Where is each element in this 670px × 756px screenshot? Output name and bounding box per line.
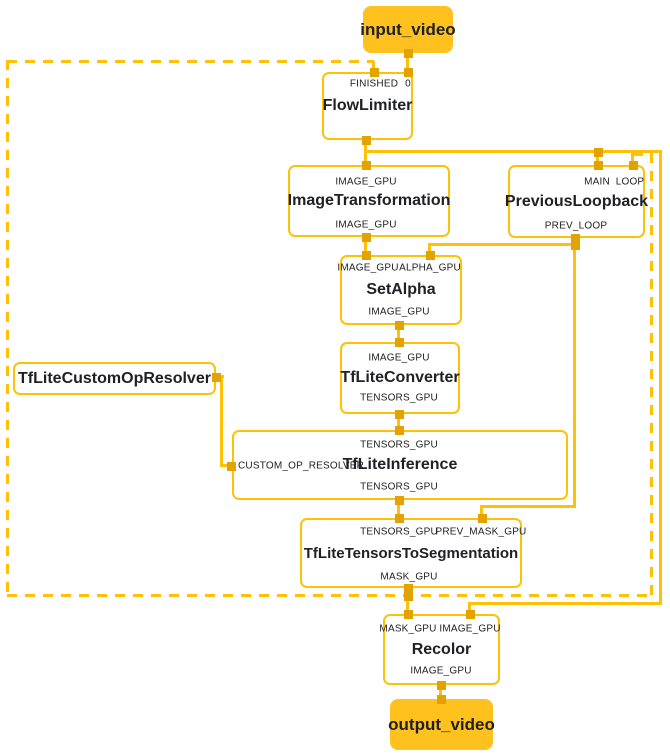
label-recolor-mask: MASK_GPU xyxy=(379,623,437,635)
port-imagetransformation-out xyxy=(362,233,371,242)
port-segmentation-prevmask xyxy=(478,514,487,523)
edge-mask-to-recolor xyxy=(406,588,409,614)
node-flowlimiter-title: FlowLimiter xyxy=(322,97,413,114)
junction-main-split xyxy=(594,148,603,157)
port-tfliteinference-resolver xyxy=(227,462,236,471)
label-tfliteconverter-in: IMAGE_GPU xyxy=(368,352,430,364)
node-input-video-title: input_video xyxy=(360,19,456,39)
edge-backedge-left xyxy=(6,60,9,597)
node-imagetransformation-title: ImageTransformation xyxy=(287,192,451,209)
edge-inference-to-segmentation xyxy=(397,500,400,518)
label-previousloopback-prevloop: PREV_LOOP xyxy=(544,220,608,232)
node-tflitecustomopresolver-title: TfLiteCustomOpResolver xyxy=(18,369,211,387)
node-output-video-title: output_video xyxy=(388,714,495,734)
node-setalpha-title: SetAlpha xyxy=(366,281,436,298)
edge-throttled-main-h xyxy=(364,150,662,153)
label-imagetransformation-in: IMAGE_GPU xyxy=(335,176,397,188)
port-flowlimiter-finished xyxy=(370,68,379,77)
node-output-video[interactable]: output_video xyxy=(388,699,495,750)
label-setalpha-image: IMAGE_GPU xyxy=(337,262,399,274)
node-flowlimiter[interactable]: FlowLimiter xyxy=(322,72,413,140)
label-tfliteinference-resolver: CUSTOM_OP_RESOLVER xyxy=(238,460,365,472)
edge-throttled-to-recolor-v xyxy=(468,602,471,614)
port-previousloopback-prevloop xyxy=(571,234,580,243)
port-tfliteinference-in xyxy=(395,426,404,435)
label-setalpha-alpha: ALPHA_GPU xyxy=(399,262,461,274)
port-imagetransformation-in xyxy=(362,161,371,170)
label-previousloopback-main: MAIN xyxy=(584,176,610,188)
edge-converter-to-inference xyxy=(397,414,400,430)
edge-resolver-in-h xyxy=(220,464,232,467)
label-tfliteconverter-out: TENSORS_GPU xyxy=(360,392,438,404)
label-previousloopback-loop: LOOP xyxy=(615,176,645,188)
port-tfliteconverter-out xyxy=(395,410,404,419)
edge-inputvideo-to-flowlimiter xyxy=(406,53,409,72)
node-tflitecustomopresolver[interactable]: TfLiteCustomOpResolver xyxy=(13,362,216,395)
edge-prevloop-to-alpha-v xyxy=(428,245,431,255)
port-outputvideo-in xyxy=(437,695,446,704)
label-recolor-image: IMAGE_GPU xyxy=(439,623,501,635)
node-recolor-title: Recolor xyxy=(411,640,472,658)
node-setalpha[interactable]: SetAlpha xyxy=(340,255,462,325)
port-setalpha-out xyxy=(395,321,404,330)
edge-backedge-to-loop xyxy=(633,153,652,156)
edge-backedge-top xyxy=(7,60,374,63)
port-inputvideo-out xyxy=(404,49,413,58)
junction-prevloop-split xyxy=(571,241,580,250)
edge-setalpha-to-converter xyxy=(397,325,400,342)
port-previousloopback-loop xyxy=(629,161,638,170)
port-resolver-out xyxy=(212,373,221,382)
label-segmentation-prevmask: PREV_MASK_GPU xyxy=(435,526,527,538)
junction-mask-backedge xyxy=(404,592,413,601)
edge-backedge-right xyxy=(650,153,653,596)
node-tflitetensorstosegmentation-title: TfLiteTensorsToSegmentation xyxy=(303,544,519,562)
port-tfliteinference-out xyxy=(395,496,404,505)
edge-prevloop-to-prevmask-h xyxy=(480,505,576,508)
node-recolor[interactable]: Recolor xyxy=(383,614,500,685)
node-input-video[interactable]: input_video xyxy=(360,6,456,53)
port-setalpha-image xyxy=(362,251,371,260)
label-tfliteinference-out: TENSORS_GPU xyxy=(360,481,438,493)
edge-imagetransform-to-setalpha xyxy=(364,237,367,255)
edge-prevloop-to-prevmask-v xyxy=(480,505,483,518)
label-recolor-out: IMAGE_GPU xyxy=(410,665,472,677)
label-setalpha-out: IMAGE_GPU xyxy=(368,306,430,318)
node-tflitetensorstosegmentation[interactable]: TfLiteTensorsToSegmentation xyxy=(300,518,522,588)
port-tfliteconverter-in xyxy=(395,338,404,347)
label-flowlimiter-0: 0 xyxy=(405,78,411,90)
port-segmentation-out xyxy=(404,584,413,593)
edge-prevloop-v xyxy=(573,238,576,508)
edge-throttled-right-v xyxy=(659,150,662,605)
port-recolor-image xyxy=(466,610,475,619)
node-previousloopback-title: PreviousLoopback xyxy=(504,192,649,210)
edge-throttled-to-recolor-h xyxy=(468,602,662,605)
node-imagetransformation[interactable]: ImageTransformation xyxy=(288,165,450,237)
label-segmentation-tensors: TENSORS_GPU xyxy=(360,526,438,538)
port-previousloopback-main xyxy=(594,161,603,170)
label-segmentation-out: MASK_GPU xyxy=(380,571,438,583)
edge-prevloop-to-alpha-h xyxy=(428,243,576,246)
node-tfliteconverter-title: TfLiteConverter xyxy=(340,369,460,386)
port-recolor-mask xyxy=(404,610,413,619)
port-flowlimiter-out xyxy=(362,136,371,145)
label-flowlimiter-finished: FINISHED xyxy=(349,78,399,90)
edge-backedge-loop-stub xyxy=(631,153,634,165)
edge-recolor-to-outputvideo xyxy=(439,685,442,699)
port-flowlimiter-0 xyxy=(404,68,413,77)
edge-backedge-finished-stub xyxy=(372,61,375,72)
node-tfliteinference-title: TfLiteInference xyxy=(342,456,458,473)
port-recolor-out xyxy=(437,681,446,690)
edge-to-loopback-main xyxy=(596,152,599,165)
edge-resolver-v xyxy=(220,375,223,466)
port-segmentation-tensors xyxy=(395,514,404,523)
port-setalpha-alpha xyxy=(426,251,435,260)
label-imagetransformation-out: IMAGE_GPU xyxy=(335,219,397,231)
label-tfliteinference-in: TENSORS_GPU xyxy=(360,439,438,451)
edge-backedge-bottom xyxy=(7,594,652,597)
